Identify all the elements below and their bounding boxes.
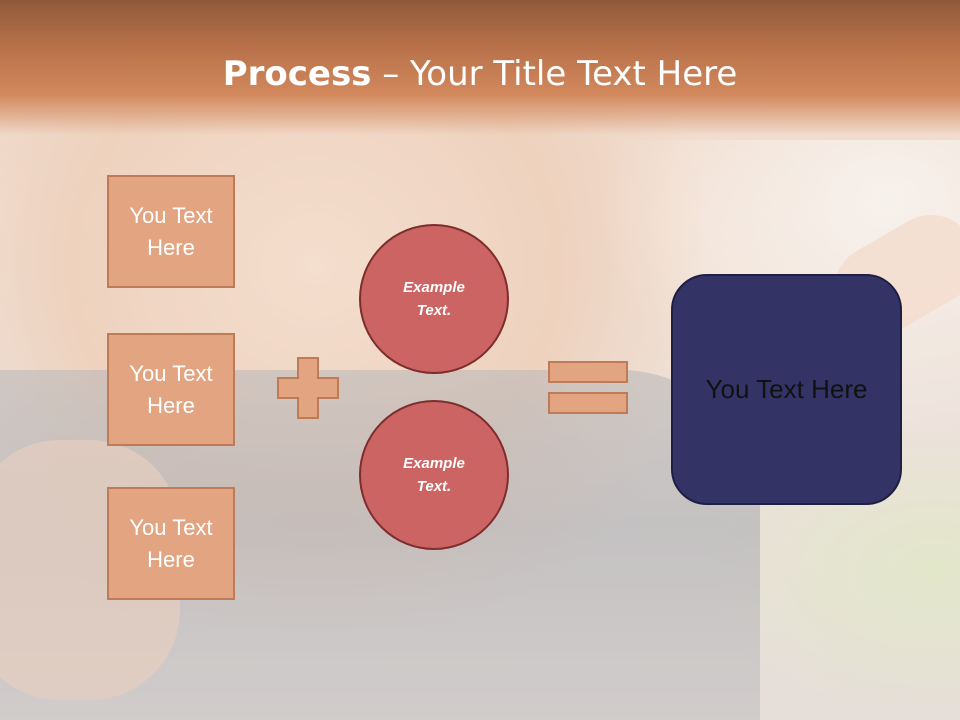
- text-box-2-label: You Text Here: [129, 360, 213, 418]
- text-box-1[interactable]: You Text Here: [107, 175, 235, 288]
- text-box-2[interactable]: You Text Here: [107, 333, 235, 446]
- text-box-1-label: You Text Here: [129, 202, 213, 260]
- result-box[interactable]: You Text Here: [671, 274, 902, 505]
- slide-title[interactable]: Process – Your Title Text Here: [0, 52, 960, 96]
- example-circle-1-label: Example Text.: [403, 279, 465, 319]
- title-bold-part: Process: [222, 54, 372, 94]
- text-box-3-label: You Text Here: [129, 514, 213, 572]
- example-circle-2[interactable]: Example Text.: [359, 400, 509, 550]
- title-bar: [0, 0, 960, 135]
- title-rest: – Your Title Text Here: [371, 54, 738, 94]
- text-box-3[interactable]: You Text Here: [107, 487, 235, 600]
- result-box-label: You Text Here: [705, 374, 868, 404]
- example-circle-1[interactable]: Example Text.: [359, 224, 509, 374]
- equals-icon: [548, 361, 628, 414]
- example-circle-2-label: Example Text.: [403, 455, 465, 495]
- plus-icon: [277, 357, 339, 419]
